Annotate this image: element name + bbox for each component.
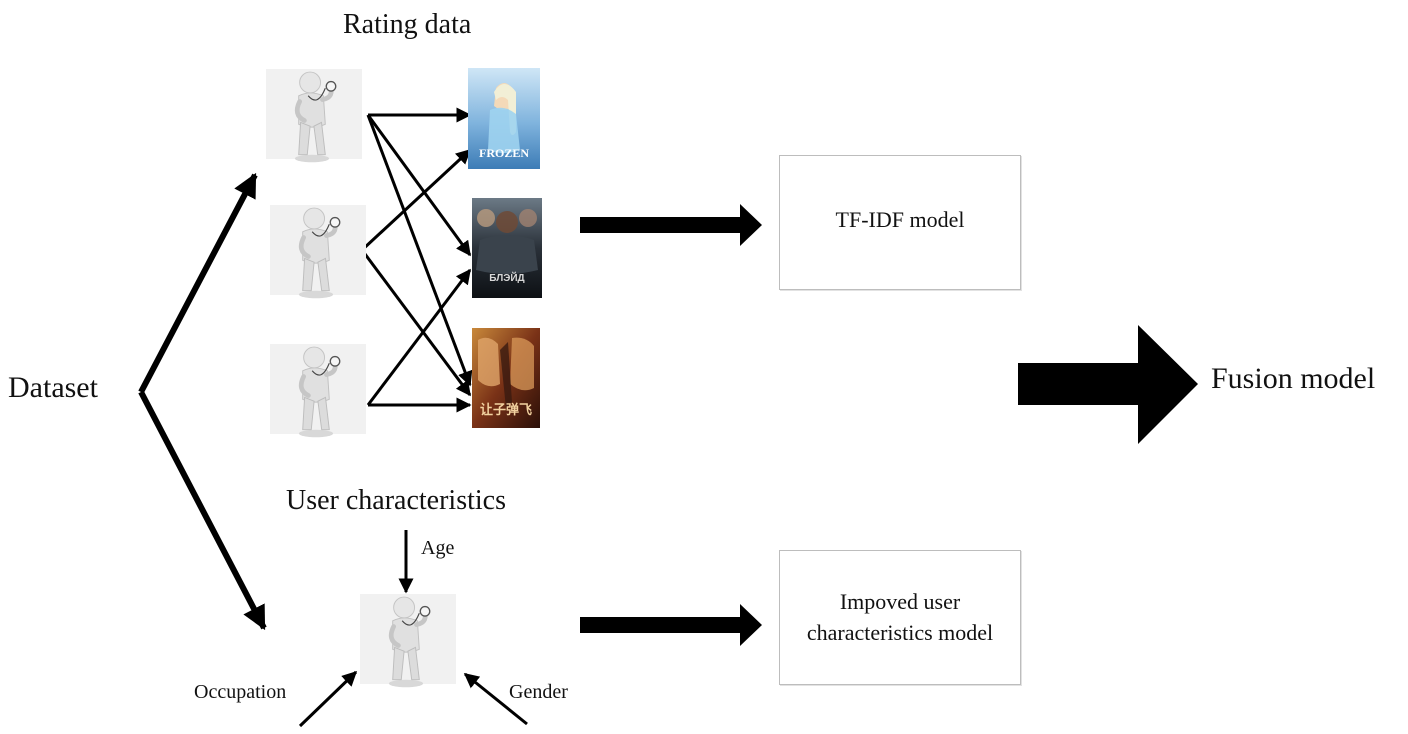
user-to-improved-arrow [580,604,762,646]
user-icon-2 [270,205,366,298]
poster-blade: БЛЭЙД [472,198,542,298]
dataset-to-user-arrow [138,390,267,631]
user-icon-3 [270,344,366,437]
occupation-arrow [298,670,358,728]
poster-blade-title: БЛЭЙД [489,271,524,284]
user-icon-1 [266,69,362,162]
user-icon-target [360,594,456,687]
rating-edges [360,107,473,413]
poster-frozen: FROZEN [468,68,540,169]
fusion-model-label: Fusion model [1211,362,1376,395]
age-label: Age [421,537,455,559]
gender-arrow [463,672,528,726]
poster-frozen-title: FROZEN [479,146,529,160]
poster-bullets: 让子弹飞 [472,328,540,428]
improved-user-model-box: Impoved user characteristics model [779,550,1021,685]
rating-data-title: Rating data [343,9,472,40]
poster-bullets-title: 让子弹飞 [480,402,532,418]
fusion-arrow [1018,325,1198,444]
gender-label: Gender [509,681,568,703]
dataset-label: Dataset [8,371,98,404]
user-characteristics-title: User characteristics [286,485,506,516]
edge-u3-m2 [366,268,472,406]
occupation-label: Occupation [194,681,287,703]
improved-user-model-line2: characteristics model [806,619,994,645]
dataset-to-rating-arrow [138,172,258,394]
edge-u1-m2 [366,114,472,257]
edge-u2-m3 [360,249,472,397]
tfidf-model-label: TF-IDF model [835,207,965,233]
rating-to-tfidf-arrow [580,204,762,246]
edge-u1-m3 [366,114,473,387]
edge-u2-m1 [360,148,472,252]
improved-user-model-line1: Impoved user [839,588,961,614]
tfidf-model-box: TF-IDF model [779,155,1021,290]
